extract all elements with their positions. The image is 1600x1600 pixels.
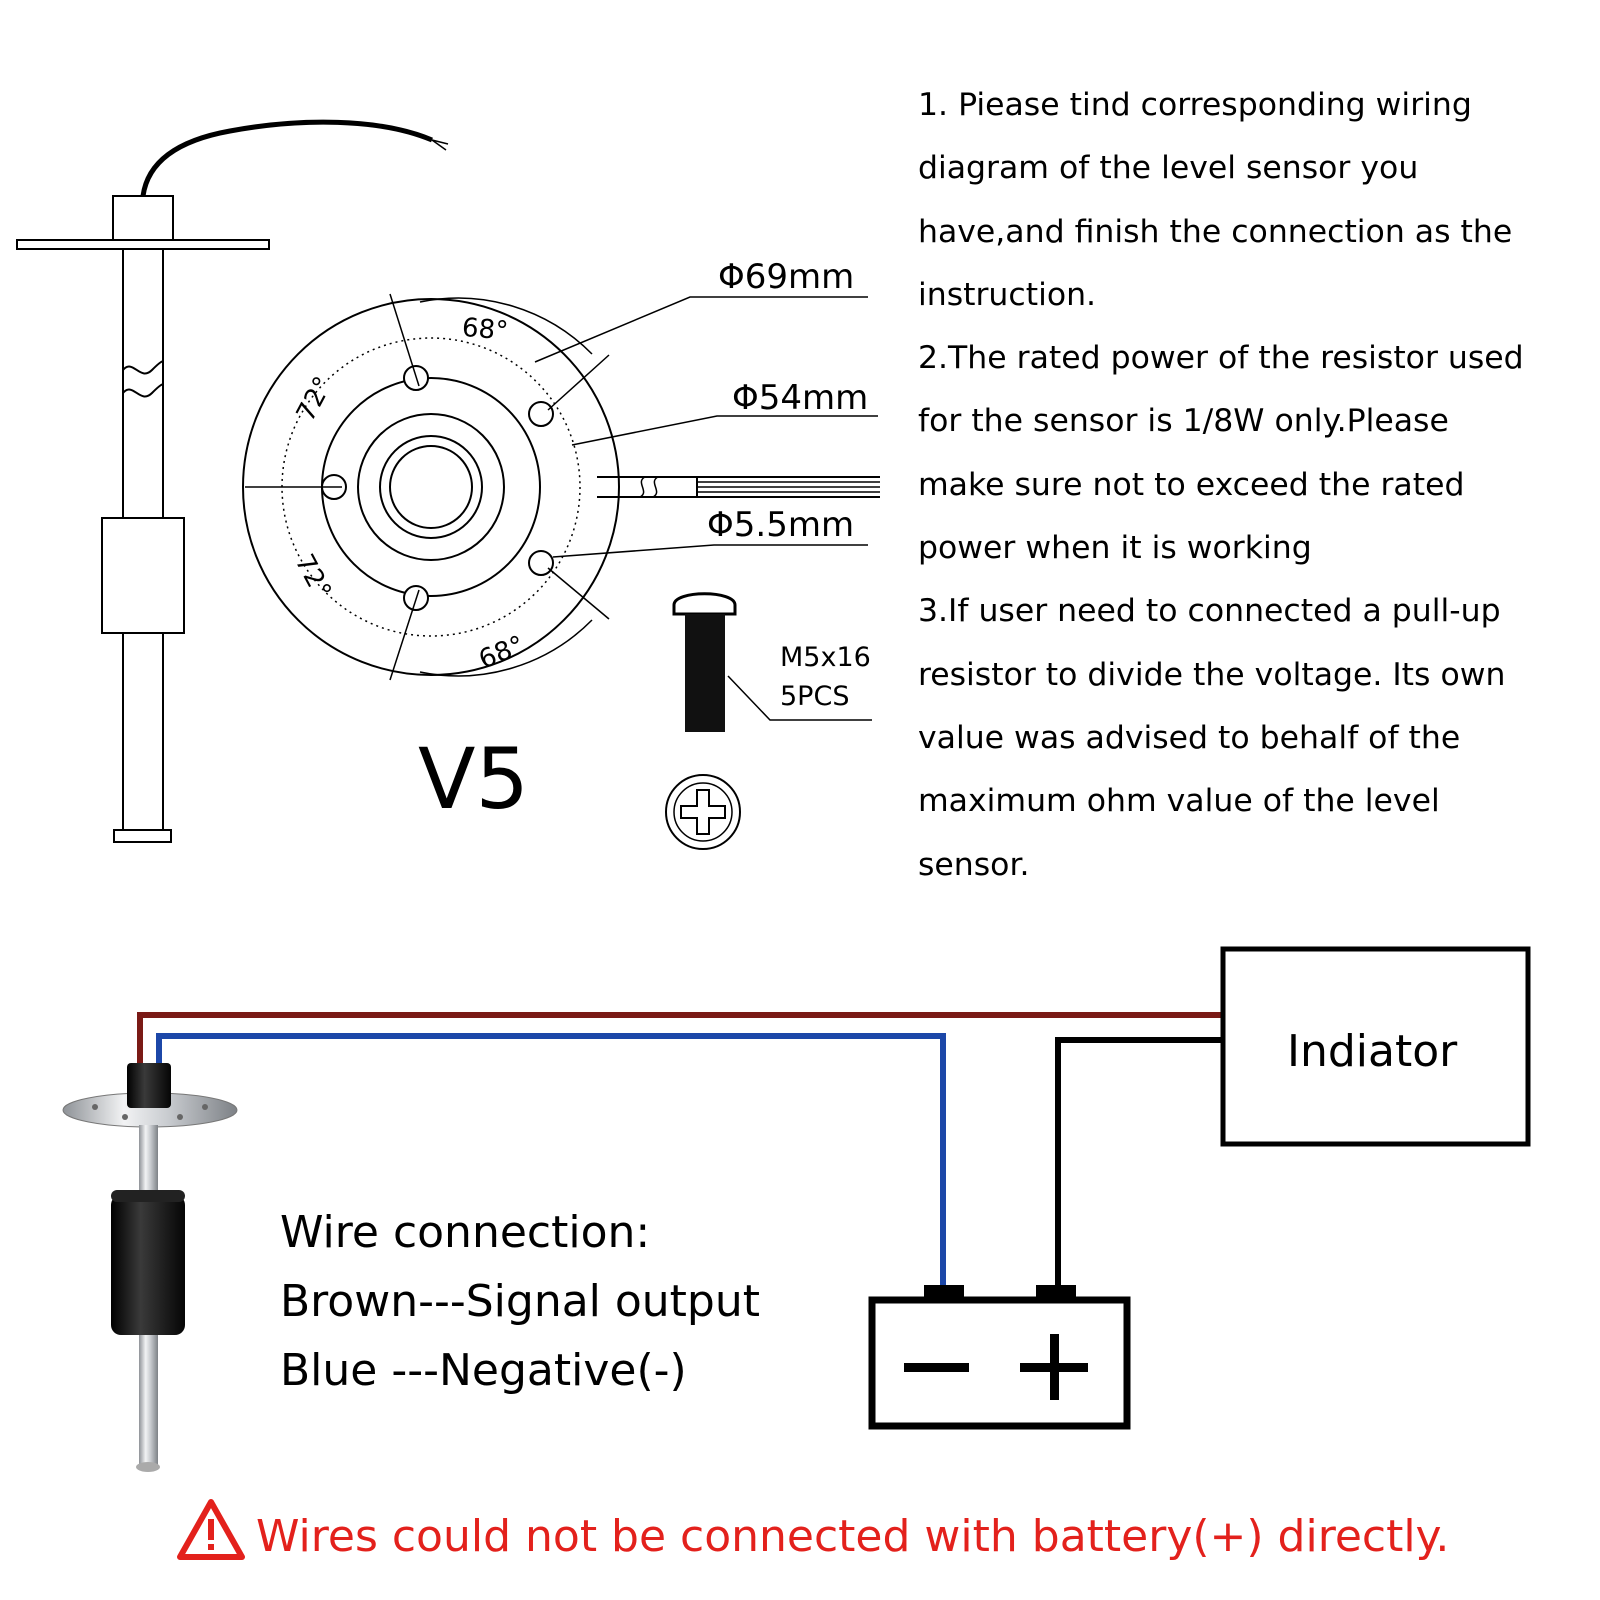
instruction-line: 1. Piease tind corresponding wiring xyxy=(918,87,1472,123)
wire-brown-legend: Brown---Signal output xyxy=(280,1276,760,1327)
sensor-flange xyxy=(16,239,270,250)
battery-icon xyxy=(868,1285,1131,1430)
hole-pitch-circle xyxy=(281,337,581,637)
sensor-photo xyxy=(62,1063,238,1472)
outer-diameter-label: Φ69mm xyxy=(718,257,854,297)
indicator-label: Indiator xyxy=(1287,1026,1458,1077)
instruction-line: instruction. xyxy=(918,276,1097,313)
mounting-hole xyxy=(528,550,554,576)
wire-connection-title: Wire connection: xyxy=(280,1207,650,1258)
instruction-line: maximum ohm value of the level xyxy=(918,783,1440,820)
leader-line-pitch xyxy=(571,415,878,446)
angle-bottom-label: 68° xyxy=(475,630,529,675)
instructions-text: 1. Piease tind corresponding wiring diag… xyxy=(918,74,1590,897)
warning-icon xyxy=(177,1499,245,1560)
instruction-line: diagram of the level sensor you xyxy=(918,150,1419,187)
wiring xyxy=(137,1012,1221,1290)
instruction-line: have,and finish the connection as the xyxy=(918,213,1513,250)
angle-upper-left-label: 72° xyxy=(291,372,339,427)
sensor-float xyxy=(101,517,185,634)
instruction-line: sensor. xyxy=(918,846,1030,883)
sensor-end-cap xyxy=(113,829,172,843)
sensor-side-view xyxy=(16,119,449,843)
mounting-hole xyxy=(528,401,554,427)
model-label: V5 xyxy=(418,730,529,828)
pitch-diameter-label: Φ54mm xyxy=(732,378,868,418)
indicator-box xyxy=(1220,946,1531,1147)
sensor-head xyxy=(112,195,174,241)
battery-minus-icon xyxy=(904,1363,969,1372)
screw-quantity-label: 5PCS xyxy=(780,681,849,712)
hole-diameter-label: Φ5.5mm xyxy=(707,505,854,545)
screw-size-label: M5x16 xyxy=(780,642,871,673)
leader-line-hole xyxy=(552,544,868,558)
brown-wire xyxy=(137,1012,1221,1063)
instruction-line: 3.If user need to connected a pull-up xyxy=(918,593,1501,630)
instruction-line: resistor to divide the voltage. Its own xyxy=(918,656,1506,693)
leader-line-outer xyxy=(534,296,868,363)
flange-top-view xyxy=(242,293,880,681)
instruction-line: 2.The rated power of the resistor used xyxy=(918,340,1524,377)
warning-text: Wires could not be connected with batter… xyxy=(256,1511,1449,1562)
angle-lower-left-label: 72° xyxy=(289,549,337,604)
instruction-line: make sure not to exceed the rated xyxy=(918,466,1465,503)
black-wire xyxy=(1055,1037,1221,1290)
screw-drawing xyxy=(665,592,872,850)
instruction-line: for the sensor is 1/8W only.Please xyxy=(918,403,1449,440)
sensor-cable xyxy=(140,119,433,197)
blue-wire xyxy=(156,1033,946,1290)
angle-top-label: 68° xyxy=(461,313,510,347)
instruction-line: power when it is working xyxy=(918,530,1312,567)
flange-outer-circle xyxy=(242,298,620,676)
instruction-line: value was advised to behalf of the xyxy=(918,719,1461,756)
battery-plus-icon-v xyxy=(1050,1334,1059,1400)
wire-blue-legend: Blue ---Negative(-) xyxy=(280,1345,687,1396)
